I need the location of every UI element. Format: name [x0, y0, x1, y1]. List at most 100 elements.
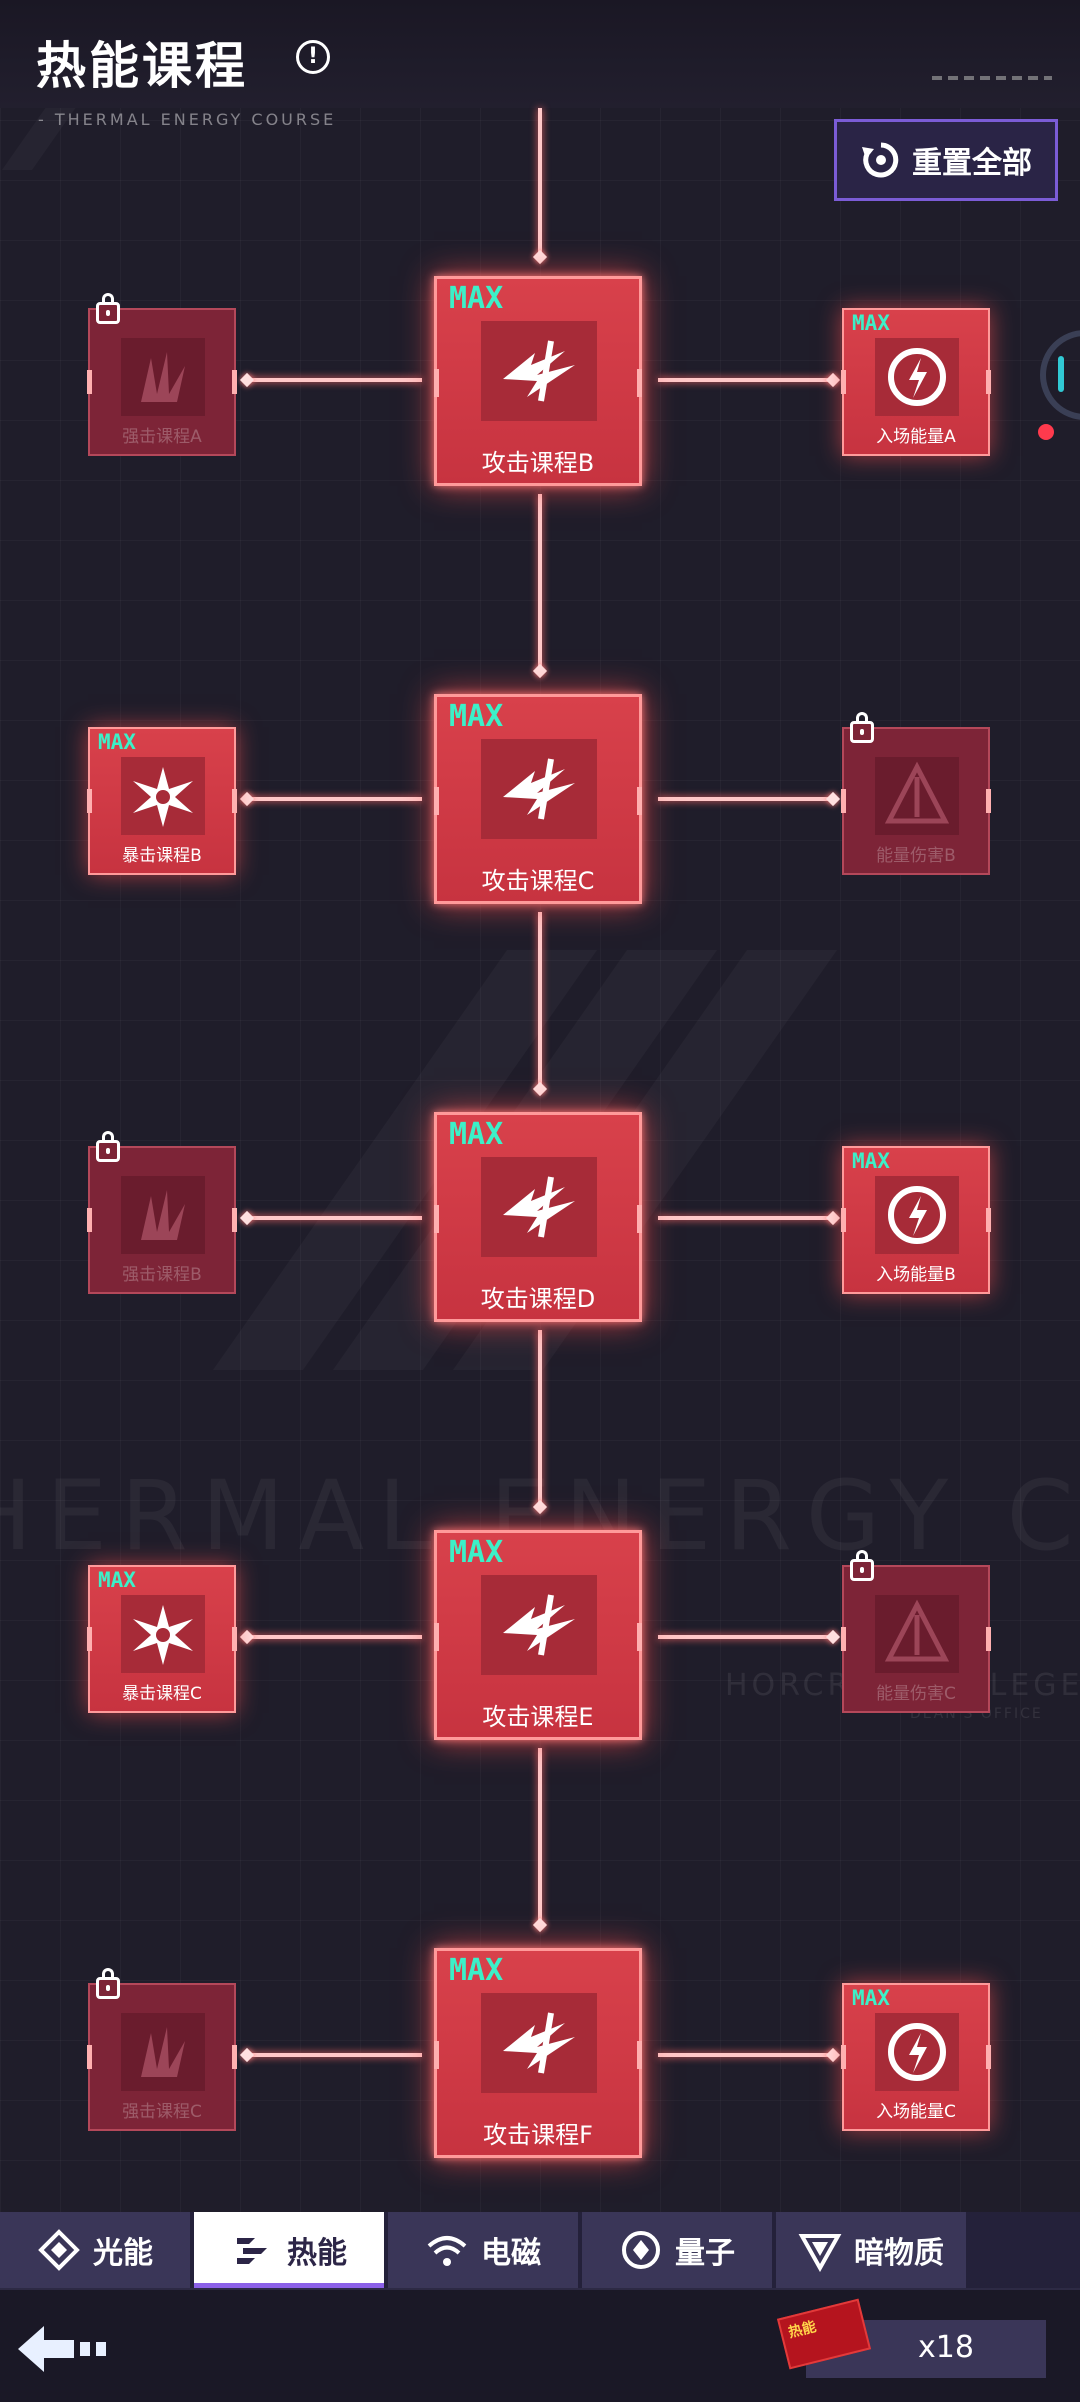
node-label: 攻击课程F — [483, 2121, 593, 2149]
attack-course-icon — [481, 739, 597, 839]
node-label: 攻击课程B — [481, 449, 595, 477]
connector-line — [246, 378, 422, 382]
node-label: 攻击课程C — [481, 867, 595, 895]
max-badge: MAX — [449, 1117, 504, 1152]
tab-label: 暗物质 — [854, 2236, 944, 2271]
course-node-attack-d[interactable]: MAX 攻击课程D — [434, 1112, 642, 1322]
connector-line — [538, 1330, 542, 1510]
strike-course-icon — [121, 1176, 205, 1254]
tab-label: 量子 — [675, 2236, 735, 2271]
info-icon[interactable]: ! — [296, 40, 330, 74]
connector-line — [246, 2053, 422, 2057]
strike-course-icon — [121, 338, 205, 416]
header-decoration — [932, 76, 1052, 80]
node-label: 暴击课程C — [122, 1684, 202, 1704]
entry-energy-icon — [875, 338, 959, 416]
node-label: 暴击课程B — [122, 846, 202, 866]
category-tab-bar: 光能 热能 电磁 量子 暗物质 — [0, 2212, 1080, 2288]
max-badge: MAX — [449, 281, 504, 316]
back-arrow-icon[interactable] — [14, 2320, 114, 2378]
course-node-attack-e[interactable]: MAX 攻击课程E — [434, 1530, 642, 1740]
course-node-attack-f[interactable]: MAX 攻击课程F — [434, 1948, 642, 2158]
tab-label: 光能 — [93, 2236, 153, 2271]
course-node-crit-b[interactable]: MAX 暴击课程B — [87, 727, 237, 875]
max-badge: MAX — [98, 1568, 136, 1592]
node-label: 入场能量A — [876, 427, 956, 447]
max-badge: MAX — [852, 1986, 890, 2010]
node-label: 强击课程A — [122, 427, 202, 447]
connector-line — [538, 912, 542, 1092]
energy-damage-icon — [875, 757, 959, 835]
max-badge: MAX — [852, 311, 890, 335]
crit-course-icon — [121, 757, 205, 835]
lock-icon — [850, 1550, 874, 1581]
electromagnetic-icon — [427, 2236, 467, 2266]
course-node-energy-damage-c[interactable]: 能量伤害C — [841, 1550, 991, 1713]
attack-course-icon — [481, 1157, 597, 1257]
course-node-entry-energy-a[interactable]: MAX 入场能量A — [841, 308, 991, 456]
attack-course-icon — [481, 1993, 597, 2093]
energy-damage-icon — [875, 1595, 959, 1673]
max-badge: MAX — [449, 1535, 504, 1570]
connector-line — [538, 108, 542, 260]
attack-course-icon — [481, 321, 597, 421]
strike-course-icon — [121, 2013, 205, 2091]
max-badge: MAX — [449, 1953, 504, 1988]
light-energy-icon — [38, 2229, 80, 2271]
header-bar: 热能课程 ! — [0, 0, 1080, 108]
tab-dark-matter[interactable]: 暗物质 — [776, 2212, 966, 2288]
quantum-icon — [622, 2231, 660, 2269]
course-node-entry-energy-b[interactable]: MAX 入场能量B — [841, 1146, 991, 1294]
connector-line — [538, 494, 542, 674]
tab-light-energy[interactable]: 光能 — [0, 2212, 190, 2288]
connector-line — [658, 2053, 834, 2057]
lock-icon — [96, 1131, 120, 1162]
crit-course-icon — [121, 1595, 205, 1673]
max-badge: MAX — [449, 699, 504, 734]
attack-course-icon — [481, 1575, 597, 1675]
lock-icon — [850, 712, 874, 743]
tab-label: 热能 — [287, 2236, 347, 2271]
course-node-strike-b[interactable]: 强击课程B — [87, 1131, 237, 1294]
course-node-crit-c[interactable]: MAX 暴击课程C — [87, 1565, 237, 1713]
active-tab-indicator — [194, 2283, 384, 2288]
connector-line — [658, 797, 834, 801]
tab-label: 电磁 — [481, 2236, 541, 2271]
page-title: 热能课程 — [36, 37, 248, 95]
max-badge: MAX — [98, 730, 136, 754]
course-node-entry-energy-c[interactable]: MAX 入场能量C — [841, 1983, 991, 2131]
footer-bar: 热能 x18 — [0, 2288, 1080, 2402]
item-count: x18 — [918, 2330, 974, 2365]
connector-line — [538, 1748, 542, 1928]
entry-energy-icon — [875, 2013, 959, 2091]
node-label: 强击课程C — [122, 2102, 202, 2122]
connector-line — [658, 378, 834, 382]
tab-thermal-energy[interactable]: 热能 — [194, 2212, 384, 2288]
node-label: 入场能量C — [876, 2102, 956, 2122]
course-node-attack-c[interactable]: MAX 攻击课程C — [434, 694, 642, 904]
entry-energy-icon — [875, 1176, 959, 1254]
node-label: 攻击课程D — [480, 1285, 596, 1313]
connector-line — [246, 797, 422, 801]
lock-icon — [96, 293, 120, 324]
reset-icon — [862, 142, 899, 178]
connector-line — [658, 1635, 834, 1639]
dark-matter-icon — [798, 2234, 842, 2272]
tab-electromagnetic[interactable]: 电磁 — [388, 2212, 578, 2288]
node-label: 能量伤害B — [876, 846, 956, 866]
notification-dot — [1038, 424, 1054, 440]
node-label: 能量伤害C — [876, 1684, 956, 1704]
course-node-strike-c[interactable]: 强击课程C — [87, 1968, 237, 2131]
node-label: 入场能量B — [876, 1265, 956, 1285]
connector-line — [658, 1216, 834, 1220]
reset-all-button[interactable]: 重置全部 — [834, 119, 1058, 201]
tab-quantum[interactable]: 量子 — [582, 2212, 772, 2288]
node-label: 攻击课程E — [482, 1703, 594, 1731]
course-node-strike-a[interactable]: 强击课程A — [87, 293, 237, 456]
reset-all-label: 重置全部 — [912, 146, 1032, 181]
course-node-attack-b[interactable]: MAX 攻击课程B — [434, 276, 642, 486]
course-node-energy-damage-b[interactable]: 能量伤害B — [841, 712, 991, 875]
page-subtitle: - THERMAL ENERGY COURSE — [38, 110, 337, 129]
thermal-energy-icon — [237, 2238, 267, 2264]
connector-line — [246, 1635, 422, 1639]
